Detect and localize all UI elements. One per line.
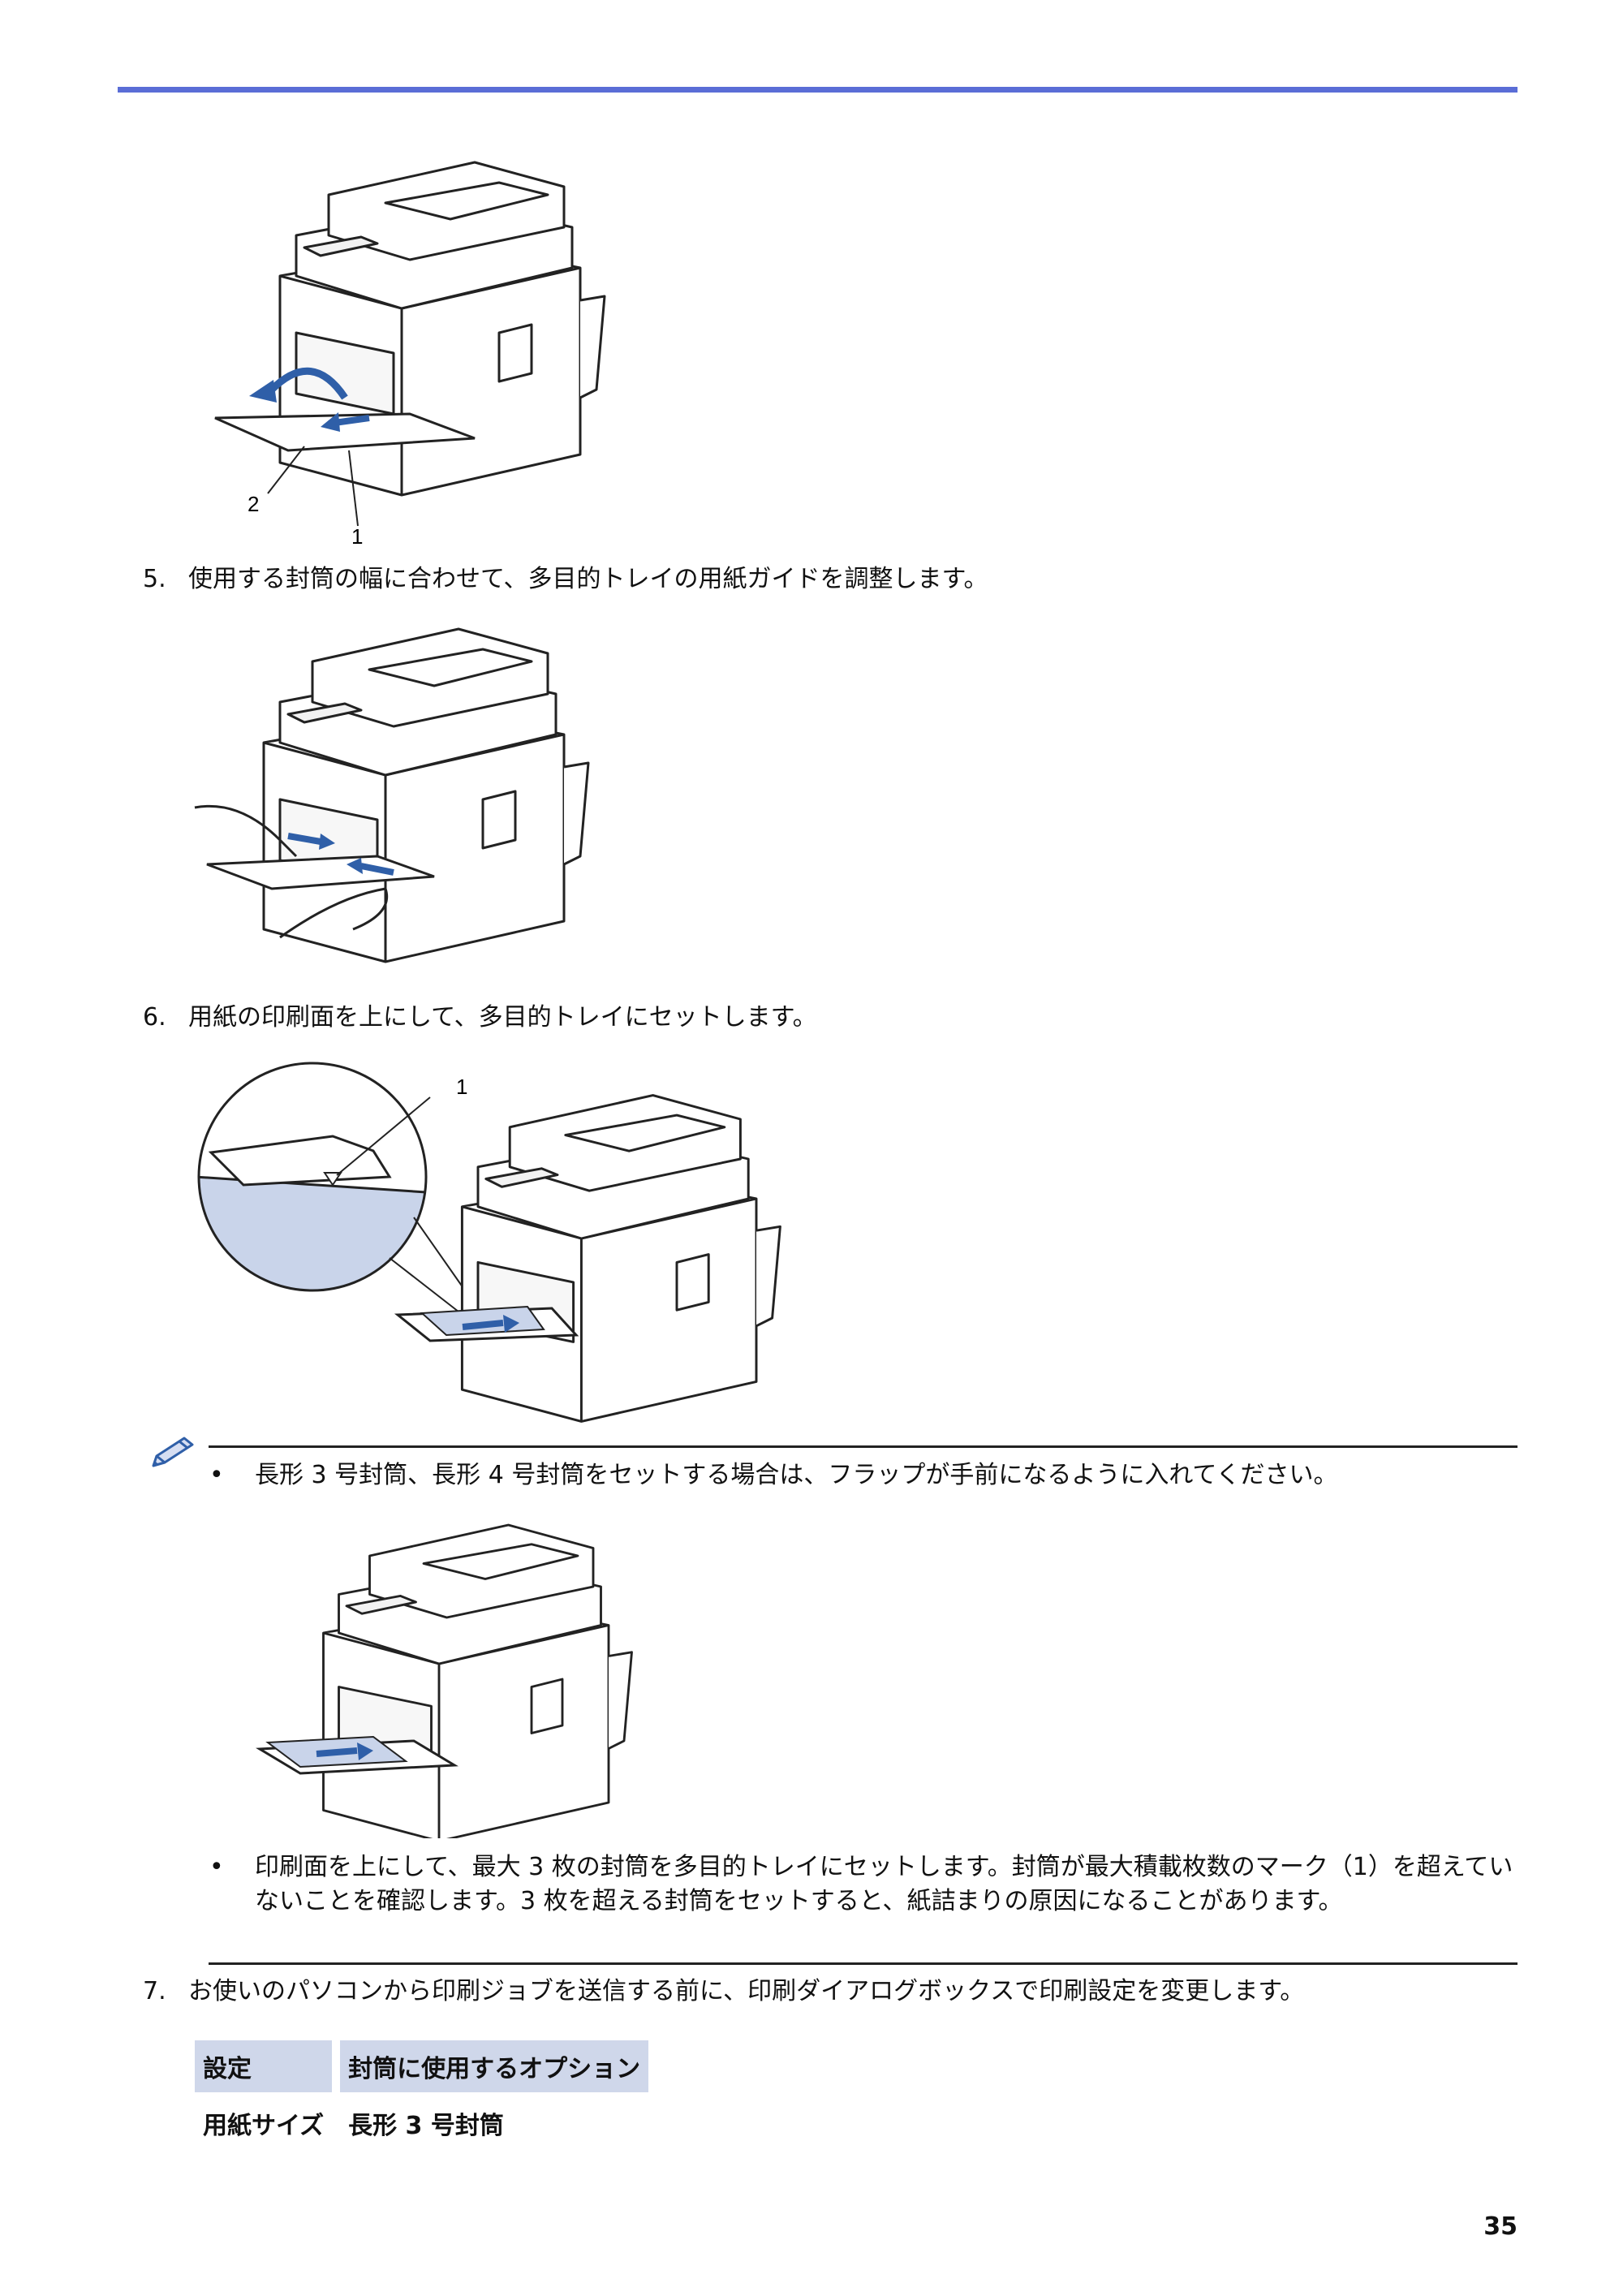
step-6: 6. 用紙の印刷面を上にして、多目的トレイにセットします。	[143, 1002, 817, 1034]
table-row: 用紙サイズ 長形 3 号封筒	[195, 2092, 648, 2154]
note-top-rule	[209, 1445, 1518, 1448]
step-6-number: 6.	[143, 1003, 166, 1032]
page-number: 35	[1483, 2212, 1518, 2241]
step-7-number: 7.	[143, 1977, 166, 2005]
settings-table: 設定 封筒に使用するオプション 用紙サイズ 長形 3 号封筒	[187, 2040, 657, 2154]
settings-header-setting: 設定	[195, 2040, 333, 2092]
step-7: 7. お使いのパソコンから印刷ジョブを送信する前に、印刷ダイアログボックスで印刷設…	[143, 1975, 1304, 2008]
note-item-1-text: 長形 3 号封筒、長形 4 号封筒をセットする場合は、フラップが手前になるように…	[255, 1461, 1338, 1489]
step-6-text: 用紙の印刷面を上にして、多目的トレイにセットします。	[188, 1003, 817, 1032]
note-bottom-rule	[209, 1962, 1518, 1965]
settings-cell-envelope: 長形 3 号封筒	[348, 2112, 504, 2140]
step-5-number: 5.	[143, 565, 166, 593]
callout-2: 2	[248, 492, 259, 516]
printer-illustration-load-envelopes: 1	[195, 1055, 828, 1437]
step-7-text: お使いのパソコンから印刷ジョブを送信する前に、印刷ダイアログボックスで印刷設定を…	[188, 1977, 1305, 2005]
bullet-mark: •	[209, 1853, 224, 1881]
note-item-2-text: 印刷面を上にして、最大 3 枚の封筒を多目的トレイにセットします。封筒が最大積載…	[255, 1853, 1513, 1915]
callout-1: 1	[351, 524, 363, 549]
step-5-text: 使用する封筒の幅に合わせて、多目的トレイの用紙ガイドを調整します。	[188, 565, 988, 593]
settings-cell-paper-size: 用紙サイズ	[203, 2112, 325, 2140]
printer-illustration-envelope-flap	[252, 1506, 706, 1838]
callout-max-mark: 1	[456, 1075, 467, 1099]
settings-header-option: 封筒に使用するオプション	[340, 2040, 649, 2092]
step-5: 5. 使用する封筒の幅に合わせて、多目的トレイの用紙ガイドを調整します。	[143, 563, 988, 596]
bullet-mark: •	[209, 1461, 224, 1489]
pencil-note-icon	[149, 1435, 197, 1474]
printer-illustration-adjust-guides	[191, 605, 678, 986]
header-accent-bar	[118, 87, 1518, 93]
printer-illustration-open-tray: 2 1	[199, 138, 726, 560]
